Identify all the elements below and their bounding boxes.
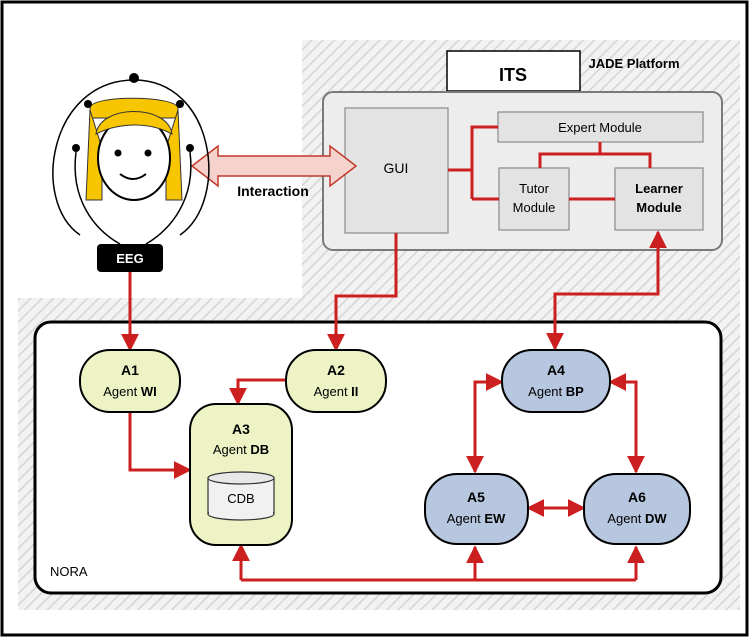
its-title: ITS [499,65,527,85]
agent-a5-label: Agent EW [447,511,506,526]
agent-a2-label: Agent II [314,384,359,399]
agent-a5-id: A5 [467,489,485,505]
learner-module-box [614,167,704,231]
a4-a6-arrow [608,373,645,474]
eeg-electrode-icon [84,100,92,108]
tutor-module-label-line2: Module [513,200,556,215]
a2-to-a3-arrow [229,378,286,406]
agent-a6-id: A6 [628,489,646,505]
tutor-module-box [498,167,570,231]
agent-a6: A6 Agent DW [583,473,691,545]
agent-a4-id: A4 [547,362,565,378]
agent-a2: A2 Agent II [285,349,387,413]
eeg-electrode-icon [176,100,184,108]
jade-platform-label: JADE Platform [588,56,679,71]
a4-a5-arrow [466,373,504,474]
agent-a1: A1 Agent WI [79,349,181,413]
agent-a4-label: Agent BP [528,384,584,399]
interaction-label: Interaction [237,183,309,199]
agent-a1-id: A1 [121,362,139,378]
a4-learner-arrow [546,230,667,351]
eeg-electrode-icon [72,144,80,152]
connector-arrows [121,230,667,582]
learner-module-label-line1: Learner [635,181,683,196]
agent-a5: A5 Agent EW [424,473,529,545]
gui-label: GUI [384,160,409,176]
agent-a3: A3 Agent DB CDB [189,403,293,546]
eeg-electrode-icon [129,73,139,83]
agent-a2-id: A2 [327,362,345,378]
eeg-box [97,244,163,272]
nora-label: NORA [50,564,88,579]
learner-module-label-line2: Module [636,200,682,215]
expert-module-label: Expert Module [558,120,642,135]
tutor-module-label-line1: Tutor [519,181,550,196]
cdb-label: CDB [227,491,254,506]
user-eeg-figure [52,73,210,245]
agent-a3-id: A3 [232,421,250,437]
its-title-box [446,50,581,92]
eeg-electrode-icon [186,144,194,152]
agent-a4: A4 Agent BP [501,349,611,413]
agent-a3-label: Agent DB [213,442,269,457]
its-internal-links [448,125,652,201]
agent-a1-label: Agent WI [103,384,156,399]
agent-a6-label: Agent DW [607,511,667,526]
database-icon [207,471,275,521]
interaction-arrow [190,144,358,188]
a1-to-a3-arrow [128,412,192,479]
eeg-label: EEG [116,251,143,266]
gui-to-a2-arrow [327,233,398,352]
